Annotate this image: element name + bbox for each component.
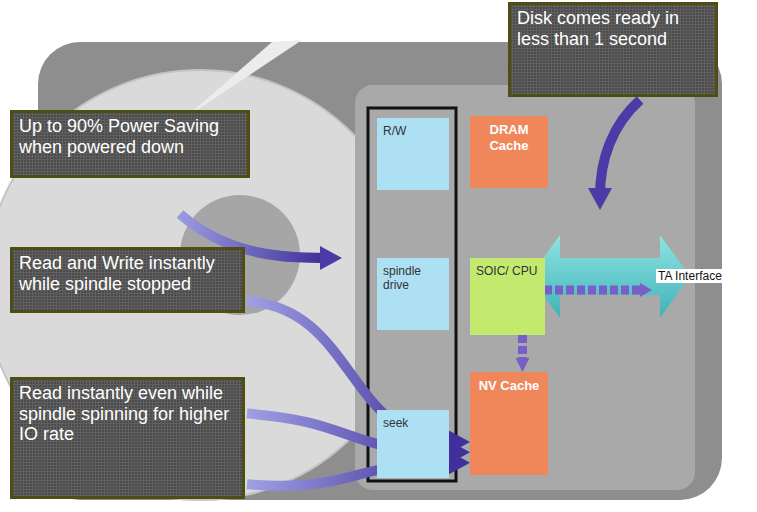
ready-arrow bbox=[600, 100, 640, 196]
node-text: DRAM Cache bbox=[476, 122, 542, 153]
head-arm bbox=[185, 40, 302, 118]
node-text: seek bbox=[383, 416, 443, 430]
feature-callout: Up to 90% Power Saving when powered down bbox=[10, 110, 250, 178]
node-text: NV Cache bbox=[476, 378, 542, 394]
node-text: R/W bbox=[383, 124, 443, 138]
feature-callout: Read and Write instantly while spindle s… bbox=[10, 247, 245, 313]
node-text: SOIC/ CPU bbox=[476, 264, 539, 278]
cache-block: DRAM Cache bbox=[470, 116, 548, 188]
data-path-arrow bbox=[518, 335, 527, 362]
mechanics-block: R/W bbox=[377, 118, 449, 190]
node-text: Read instantly even while spindle spinni… bbox=[19, 383, 236, 445]
mechanics-block: seek bbox=[377, 410, 449, 478]
node-text: Up to 90% Power Saving when powered down bbox=[19, 116, 241, 157]
feature-callout: Disk comes ready in less than 1 second bbox=[508, 2, 718, 97]
interface-label: TA Interface bbox=[656, 269, 724, 283]
mechanics-block: spindle drive bbox=[377, 258, 449, 330]
controller-board bbox=[355, 85, 695, 490]
cpu-block: SOIC/ CPU bbox=[470, 258, 545, 335]
node-text: Disk comes ready in less than 1 second bbox=[517, 8, 709, 49]
mechanics-group bbox=[368, 108, 456, 481]
feature-callout: Read instantly even while spindle spinni… bbox=[10, 377, 245, 499]
cache-block: NV Cache bbox=[470, 372, 548, 475]
node-text: spindle drive bbox=[383, 264, 443, 293]
node-text: Read and Write instantly while spindle s… bbox=[19, 253, 236, 294]
